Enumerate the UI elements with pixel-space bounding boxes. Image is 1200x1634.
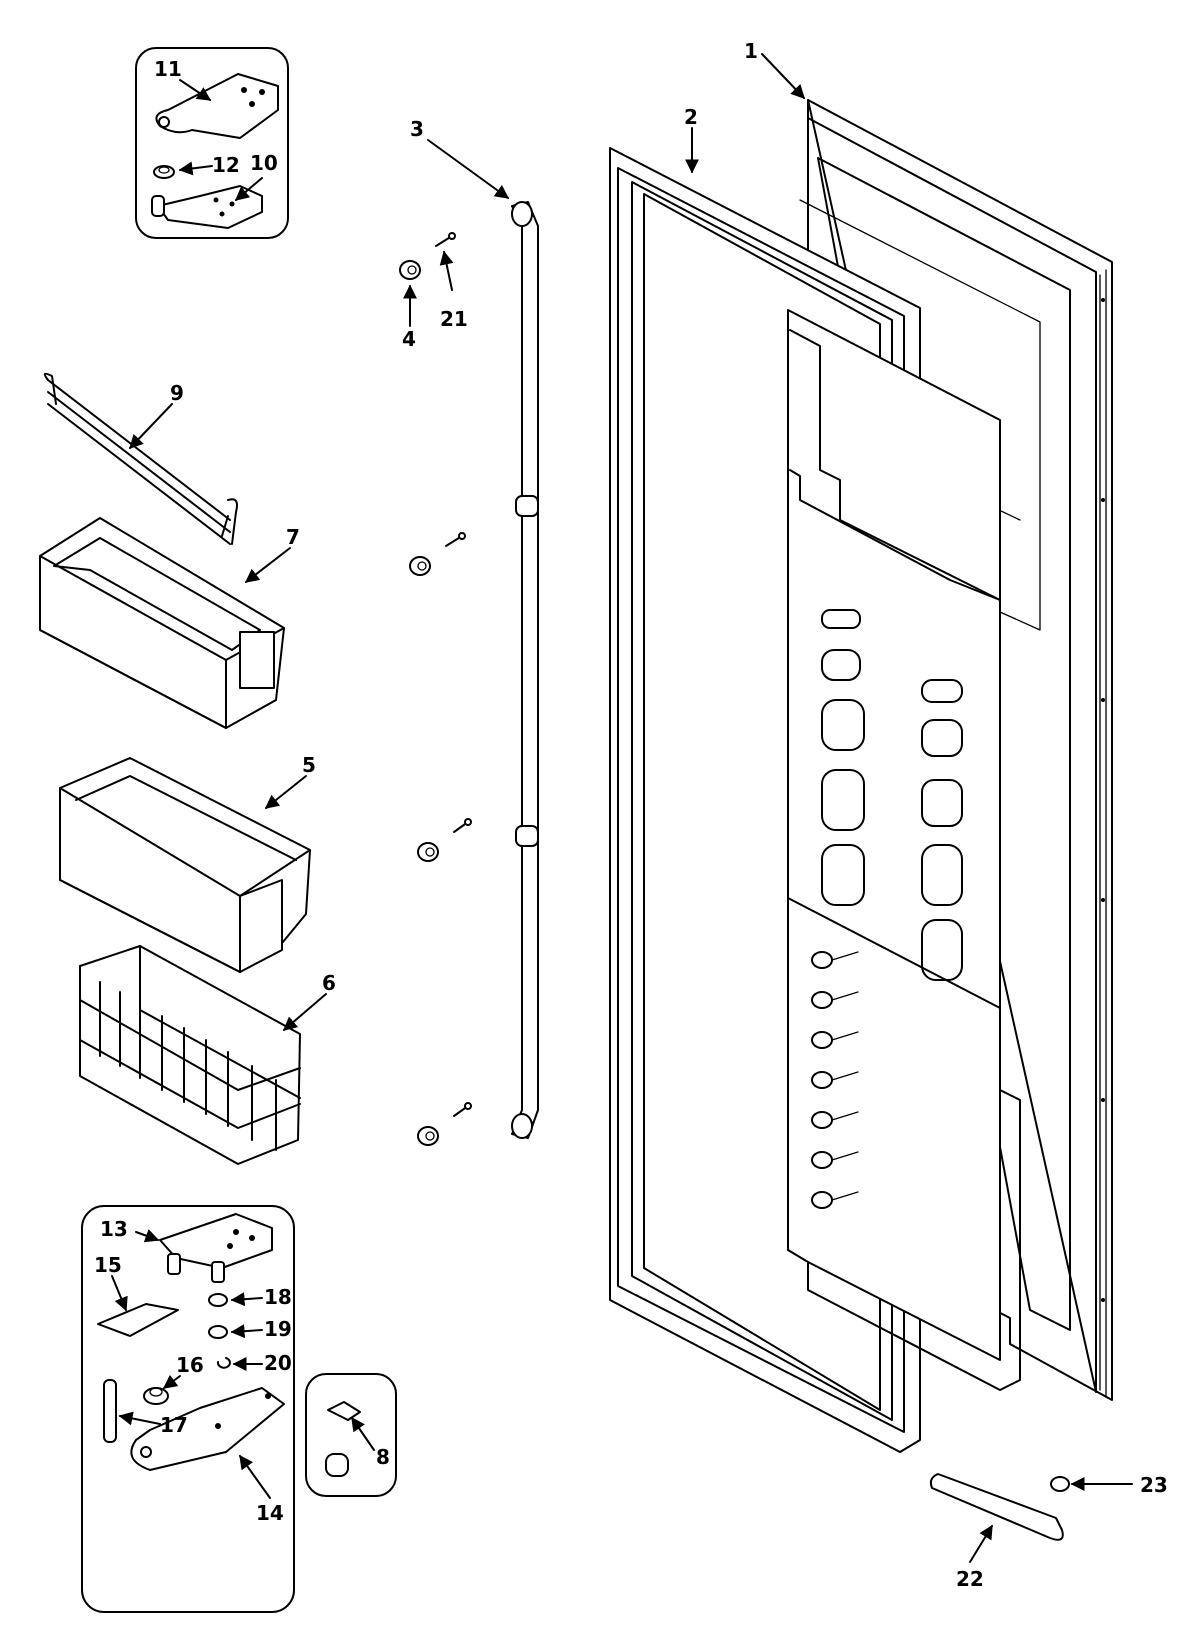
callout-10: 10 [250, 151, 278, 175]
callout-labels: 1 2 3 4 21 9 7 5 6 11 12 10 13 15 18 19 … [94, 39, 1168, 1591]
clip-20 [216, 1357, 231, 1369]
callout-3: 3 [410, 117, 424, 141]
screw-1 [435, 232, 456, 247]
bracket-14 [130, 1387, 285, 1471]
screw-3 [453, 818, 472, 833]
hinge-washer [153, 165, 175, 179]
callout-11: 11 [154, 57, 182, 81]
pin-17 [103, 1379, 117, 1443]
callout-6: 6 [322, 971, 336, 995]
callout-8: 8 [376, 1445, 390, 1469]
callout-20: 20 [264, 1351, 292, 1375]
door-bin-small [59, 757, 311, 973]
clip-23 [1050, 1476, 1070, 1492]
callout-19: 19 [264, 1317, 292, 1341]
callout-12: 12 [212, 153, 240, 177]
wire-basket [79, 945, 301, 1165]
lower-hinge-plate [159, 1213, 273, 1283]
wire-rail [43, 372, 238, 545]
washer-18 [208, 1293, 228, 1307]
callout-16: 16 [176, 1353, 204, 1377]
callout-1: 1 [744, 39, 758, 63]
callout-15: 15 [94, 1253, 122, 1277]
callout-5: 5 [302, 753, 316, 777]
callout-23: 23 [1140, 1473, 1168, 1497]
screw-2 [445, 532, 466, 547]
screw-4 [453, 1102, 472, 1117]
hinge-plate-upper [155, 73, 279, 139]
door-bin-large [39, 517, 285, 729]
door-rail [511, 201, 539, 1139]
callout-4: 4 [402, 327, 416, 351]
clip-8 [327, 1401, 361, 1421]
cap-8 [325, 1453, 349, 1477]
bushing-4 [417, 1126, 439, 1146]
callout-7: 7 [286, 525, 300, 549]
liner-slots [821, 609, 963, 981]
liner-pegs [811, 951, 859, 1209]
hinge-inset-bottom [81, 1205, 295, 1613]
callout-2: 2 [684, 105, 698, 129]
shim-plate [97, 1303, 179, 1337]
bushings-and-screws [399, 232, 472, 1146]
washer-19 [208, 1325, 228, 1339]
callout-21: 21 [440, 307, 468, 331]
tube-22 [929, 1473, 1064, 1541]
bushing-2 [409, 556, 431, 576]
callout-22: 22 [956, 1567, 984, 1591]
callout-9: 9 [170, 381, 184, 405]
callout-arrows [111, 53, 1133, 1563]
bushing-1 [399, 260, 421, 280]
callout-17: 17 [160, 1413, 188, 1437]
bushing-3 [417, 842, 439, 862]
door-liner [609, 147, 1021, 1453]
callout-14: 14 [256, 1501, 284, 1525]
cap-16 [143, 1387, 169, 1405]
callout-13: 13 [100, 1217, 128, 1241]
callout-18: 18 [264, 1285, 292, 1309]
part-8-inset [305, 1373, 397, 1497]
